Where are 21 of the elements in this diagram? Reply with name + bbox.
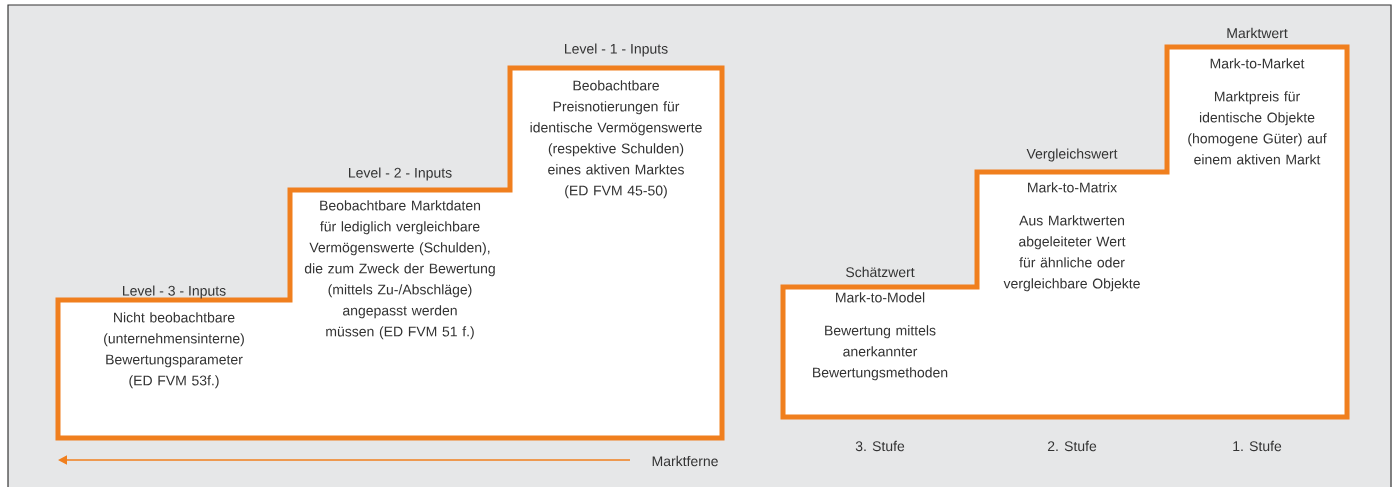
step-caption: 1. Stufe (1233, 440, 1282, 452)
step-description: Marktpreis für identische Objekte (homogene Güter) auf einem aktiven Markt (1188, 91, 1327, 165)
step-heading: Level - 1 - Inputs (565, 43, 668, 57)
axis-label: Marktferne (652, 455, 718, 467)
step-subheading: Mark-to-Market (1210, 58, 1305, 69)
step-heading: Level - 2 - Inputs (349, 167, 452, 181)
step-description: Aus Marktwerten abgeleiteter Wert für ähnliche oder vergleichbare Objekte (1003, 215, 1140, 292)
step-description: Beobachtbare Marktdaten für lediglich vergleichbare Vermögenswerte (Schulden), die zum Zweck der Bewertung (mittels Zu-/Abschläge) angepasst werden müssen (ED FVM 51 f.) (304, 200, 495, 340)
step-heading: Schätzwert (846, 266, 915, 278)
step-subheading: Mark-to-Model (836, 292, 925, 303)
step-heading: Level - 3 - Inputs (123, 285, 226, 299)
step-heading: Vergleichswert (1026, 148, 1118, 162)
step-subheading: Mark-to-Matrix (1028, 182, 1117, 193)
step-description: Nicht beobachtbare (unternehmensinterne) Bewertungsparameter (ED FVM 53f.) (104, 312, 244, 389)
staircase-outline (55, 65, 725, 441)
step-caption: 2. Stufe (1047, 440, 1097, 452)
step-heading: Marktwert (1227, 27, 1288, 39)
step-description: Bewertung mittels anerkannter Bewertungsmethoden (813, 325, 948, 381)
step-caption: 3. Stufe (855, 440, 905, 452)
step-description: Beobachtbare Preisnotierungen für identische Vermögenswerte (respektive Schulden) eines aktiven Marktes (ED FVM 45-50) (530, 80, 702, 199)
staircase-outline (780, 44, 1350, 420)
